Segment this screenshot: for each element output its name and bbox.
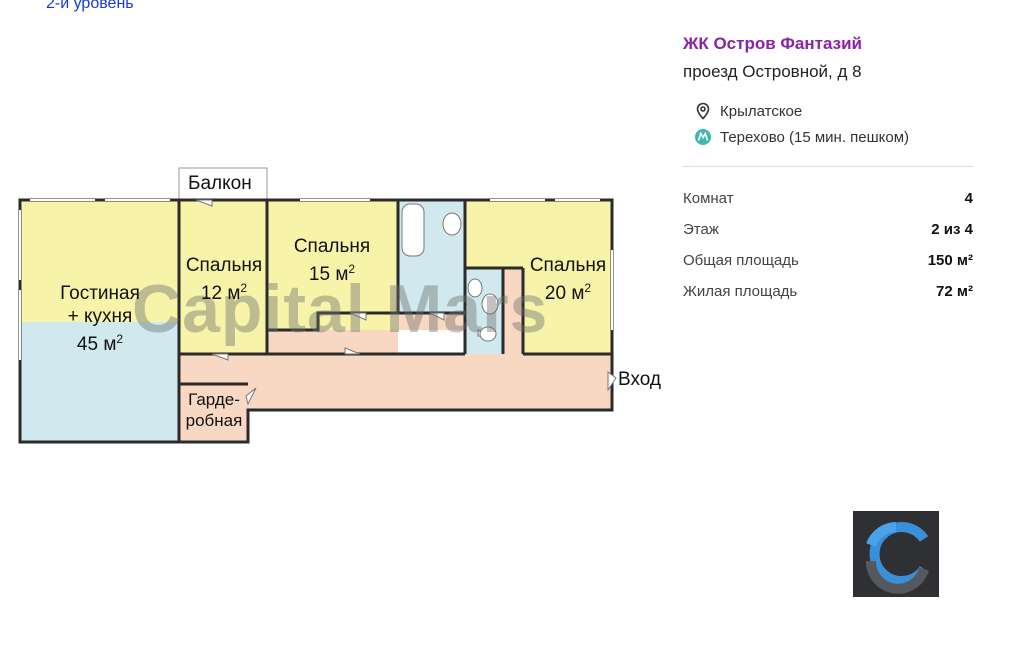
listing-info: ЖК Остров Фантазий проезд Островной, д 8… [683,34,973,307]
floor-plan [18,167,617,444]
district-row: Крылатское [683,98,973,124]
metro-name: Терехово (15 мин. пешком) [720,128,910,146]
bedroom-20-top-area [465,200,523,268]
living-room-label: Гостиная + кухня 45 м2 [60,283,140,355]
divider [683,166,973,167]
wardrobe-label: Гарде- робная [185,390,243,430]
balcony-label: Балкон [188,173,252,194]
district-name: Крылатское [720,102,803,120]
kitchen-area [20,322,179,442]
bedroom-12-label: Спальня 12 м2 [185,255,263,304]
map-pin-icon [694,102,712,120]
balcony-area [178,167,268,201]
bath-fixtures [401,203,499,342]
bedroom-12-area [179,200,267,354]
level-link[interactable]: 2-и уровень [46,0,134,12]
bedroom-15-label: Спальня 15 м2 [293,236,371,285]
address: проезд Островной, д 8 [683,62,862,81]
living-room-area [20,200,179,322]
entrance-label: Вход [618,369,661,390]
complex-name-link[interactable]: ЖК Остров Фантазий [683,34,862,53]
metro-row: Терехово (15 мин. пешком) [683,124,973,150]
wardrobe-area [179,384,248,442]
bedroom-20-label: Спальня 20 м2 [529,255,607,304]
windows [19,199,613,360]
bedroom-15-area [267,200,398,330]
metro-icon [694,128,712,146]
capital-mars-logo-icon [853,511,939,597]
bedroom-20-area [523,200,611,354]
